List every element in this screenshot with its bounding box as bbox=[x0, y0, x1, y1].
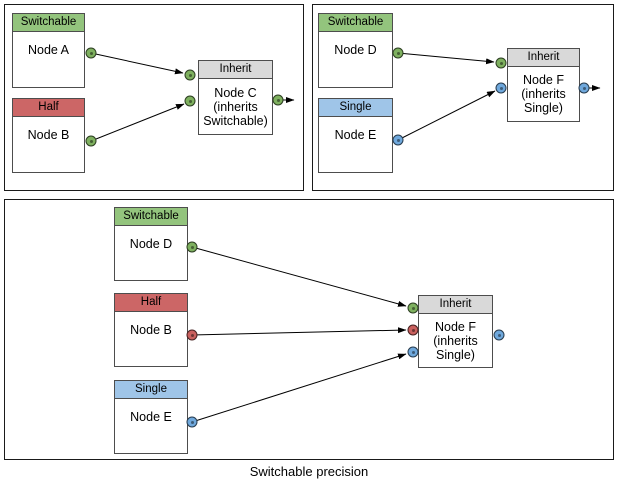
node-d2-label: Node D bbox=[129, 237, 173, 251]
node-f: Inherit Node F (inherits Single) bbox=[507, 48, 580, 122]
node-e-label: Node E bbox=[334, 128, 377, 142]
node-f2-label: Node F (inherits Single) bbox=[433, 319, 478, 362]
node-d2: Switchable Node D bbox=[114, 207, 188, 281]
wire-node-a-to-node-c bbox=[90, 52, 184, 75]
port-node-d-out-switchable-icon bbox=[392, 47, 404, 59]
port-node-f2-in3-single-icon bbox=[407, 346, 419, 358]
node-c-label: Node C (inherits Switchable) bbox=[203, 85, 268, 128]
node-d: Switchable Node D bbox=[318, 13, 393, 88]
wire-node-e2-to-node-f2 bbox=[191, 353, 407, 423]
node-a-header: Switchable bbox=[13, 14, 84, 32]
figure-caption: Switchable precision bbox=[249, 464, 369, 479]
node-c-header: Inherit bbox=[199, 61, 272, 79]
port-node-b-out-switchable-icon bbox=[85, 135, 97, 147]
node-e-header: Single bbox=[319, 99, 392, 117]
port-node-f2-in2-half-icon bbox=[407, 324, 419, 336]
node-f2-header: Inherit bbox=[419, 296, 492, 314]
node-e: Single Node E bbox=[318, 98, 393, 173]
wire-node-e-to-node-f bbox=[397, 90, 496, 141]
port-node-f-in2-single-icon bbox=[495, 82, 507, 94]
node-e2: Single Node E bbox=[114, 380, 188, 454]
node-e2-header: Single bbox=[115, 381, 187, 399]
port-node-c-in2-switchable-icon bbox=[184, 95, 196, 107]
node-f-label: Node F (inherits Single) bbox=[521, 73, 566, 115]
node-b2-label: Node B bbox=[130, 323, 172, 337]
panel-top-right bbox=[312, 4, 614, 191]
node-f-header: Inherit bbox=[508, 49, 579, 67]
wire-node-d2-to-node-f2 bbox=[191, 246, 407, 307]
port-node-f2-in1-switchable-icon bbox=[407, 302, 419, 314]
node-b2-header: Half bbox=[115, 294, 187, 312]
port-node-e-out-single-icon bbox=[392, 134, 404, 146]
port-node-f-in1-switchable-icon bbox=[495, 57, 507, 69]
node-b-label: Node B bbox=[27, 128, 70, 142]
node-a: Switchable Node A bbox=[12, 13, 85, 88]
node-a-label: Node A bbox=[27, 43, 69, 57]
panel-top-left bbox=[4, 4, 304, 191]
port-node-a-out-switchable-icon bbox=[85, 47, 97, 59]
port-node-c-out-switchable-icon bbox=[272, 94, 284, 106]
node-d-label: Node D bbox=[334, 43, 377, 57]
panel-bottom bbox=[4, 199, 614, 460]
port-node-e2-out-single-icon bbox=[186, 416, 198, 428]
node-d2-header: Switchable bbox=[115, 208, 187, 226]
wire-node-b-to-node-c bbox=[90, 103, 185, 142]
wire-node-b2-to-node-f2 bbox=[191, 327, 407, 336]
port-node-d2-out-switchable-icon bbox=[186, 241, 198, 253]
port-node-f2-out-single-icon bbox=[493, 329, 505, 341]
port-node-b2-out-half-icon bbox=[186, 329, 198, 341]
node-c: Inherit Node C (inherits Switchable) bbox=[198, 60, 273, 135]
wire-node-d-to-node-f bbox=[397, 52, 495, 65]
node-d-header: Switchable bbox=[319, 14, 392, 32]
node-b2: Half Node B bbox=[114, 293, 188, 367]
node-b-header: Half bbox=[13, 99, 84, 117]
port-node-f-out-single-icon bbox=[578, 82, 590, 94]
node-f2: Inherit Node F (inherits Single) bbox=[418, 295, 493, 368]
node-e2-label: Node E bbox=[130, 410, 172, 424]
port-node-c-in1-switchable-icon bbox=[184, 69, 196, 81]
node-b: Half Node B bbox=[12, 98, 85, 173]
